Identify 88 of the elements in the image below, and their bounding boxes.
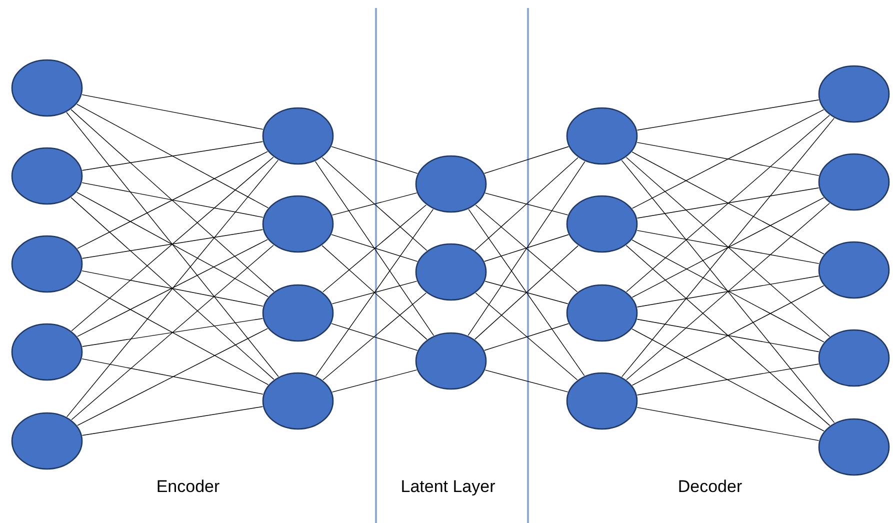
neuron-node xyxy=(11,412,83,470)
connection-line xyxy=(632,152,824,254)
neuron-node xyxy=(262,284,334,342)
connection-line xyxy=(484,192,568,216)
neuron-node xyxy=(262,107,334,165)
neuron-node xyxy=(11,235,83,293)
connection-line xyxy=(322,204,426,292)
connection-line xyxy=(475,292,578,380)
connection-line xyxy=(484,323,569,351)
connection-line xyxy=(621,160,835,424)
connection-line xyxy=(82,94,264,130)
neuron-node xyxy=(818,418,890,476)
connection-line xyxy=(468,208,585,376)
neuron-node xyxy=(262,195,334,253)
connection-line xyxy=(70,197,274,380)
connection-line xyxy=(331,323,418,351)
connection-line xyxy=(475,204,578,292)
connection-line xyxy=(315,208,434,376)
connection-line xyxy=(632,240,824,342)
section-label: Decoder xyxy=(678,476,742,498)
neuron-node xyxy=(415,243,487,301)
neuron-node xyxy=(818,241,890,299)
connection-line xyxy=(636,364,820,396)
connection-line xyxy=(468,161,586,336)
connection-line xyxy=(636,318,820,352)
connection-line xyxy=(82,141,264,171)
connection-line xyxy=(484,280,568,304)
neuron-node xyxy=(566,195,638,253)
connection-line xyxy=(626,114,830,292)
connection-line xyxy=(82,182,264,218)
neuron-node xyxy=(11,59,83,117)
connection-line xyxy=(484,370,568,392)
connection-line xyxy=(632,285,824,386)
connection-line xyxy=(632,197,824,298)
section-label: Encoder xyxy=(156,476,220,498)
connection-line xyxy=(322,245,428,340)
connection-line xyxy=(77,151,268,249)
connection-line xyxy=(332,370,418,392)
connection-line xyxy=(331,146,418,174)
connection-line xyxy=(636,188,820,218)
section-label: Latent Layer xyxy=(400,476,496,498)
connection-line xyxy=(76,192,269,298)
connection-line xyxy=(76,280,269,386)
connection-line xyxy=(474,245,578,340)
connection-line xyxy=(77,328,268,426)
connection-line xyxy=(331,234,418,262)
connection-line xyxy=(632,109,824,209)
connection-line xyxy=(626,157,830,337)
connection-line xyxy=(322,157,428,251)
connection-line xyxy=(82,318,263,347)
connection-line xyxy=(71,156,274,332)
connection-line xyxy=(66,112,279,377)
connection-line xyxy=(622,118,834,378)
connection-line xyxy=(71,244,274,420)
connection-line xyxy=(636,142,820,176)
neuron-node xyxy=(566,372,638,430)
connection-line xyxy=(636,276,820,308)
connection-line xyxy=(322,292,426,380)
neuron-node xyxy=(415,155,487,213)
connection-line xyxy=(632,328,824,432)
connection-line xyxy=(484,146,569,174)
neuron-node xyxy=(262,372,334,430)
neuron-node xyxy=(566,284,638,342)
neuron-node xyxy=(818,153,890,211)
neuron-node xyxy=(818,65,890,123)
connection-line xyxy=(474,157,578,251)
connection-line xyxy=(314,161,434,336)
connection-line xyxy=(82,229,264,259)
connection-line xyxy=(82,270,264,307)
connection-line xyxy=(332,192,418,216)
connection-line xyxy=(82,358,264,395)
connection-line xyxy=(70,109,274,292)
connection-line xyxy=(484,234,569,262)
neuron-node xyxy=(415,332,487,390)
connection-line xyxy=(76,104,268,208)
neuron-node xyxy=(11,147,83,205)
connection-line xyxy=(636,407,820,441)
connection-line xyxy=(636,230,820,264)
neuron-node xyxy=(818,329,890,387)
connection-line xyxy=(626,245,830,426)
connection-line xyxy=(636,100,820,130)
connection-line xyxy=(66,160,278,418)
connection-line xyxy=(77,239,268,337)
neuron-node xyxy=(11,323,83,381)
connection-line xyxy=(332,280,418,304)
neuron-node xyxy=(566,107,638,165)
connection-line xyxy=(626,202,830,380)
connection-line xyxy=(82,406,264,436)
